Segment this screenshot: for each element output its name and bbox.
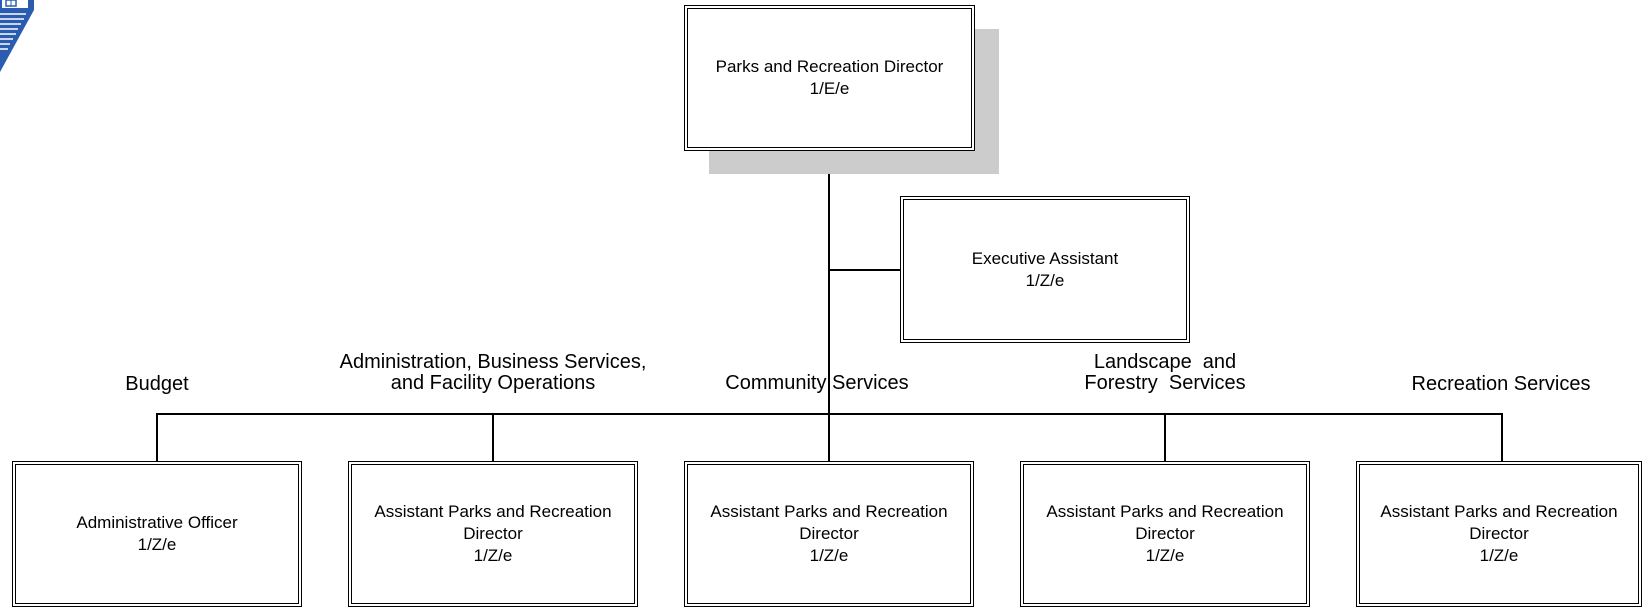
division-drop-line-landscape [1164,413,1166,462]
city-logo-icon [0,0,34,72]
position-code: 1/Z/e [1479,546,1519,565]
position-title: Assistant Parks and Recreation [1046,502,1284,521]
division-drop-line-administration [492,413,494,462]
position-title-line-2: Director [1135,524,1195,543]
division-label-budget: Budget [125,373,189,395]
director-code: 1/E/e [809,79,850,98]
assistant-branch-line [828,269,901,271]
position-box-community: Assistant Parks and Recreation Director … [684,461,974,607]
position-code: 1/Z/e [137,535,177,554]
position-code: 1/Z/e [809,546,849,565]
executive-assistant-box: Executive Assistant 1/Z/e [900,196,1190,343]
position-box-budget: Administrative Officer 1/Z/e [12,461,302,607]
position-title-line-2: Director [1469,524,1529,543]
division-drop-line-recreation [1501,413,1503,462]
position-box-recreation: Assistant Parks and Recreation Director … [1356,461,1642,607]
executive-assistant-code: 1/Z/e [1025,270,1065,290]
position-box-landscape: Assistant Parks and Recreation Director … [1020,461,1310,607]
position-box-administration: Assistant Parks and Recreation Director … [348,461,638,607]
director-box: Parks and Recreation Director 1/E/e [684,5,975,151]
position-code: 1/Z/e [1145,546,1185,565]
division-label-recreation: Recreation Services [1411,373,1591,395]
executive-assistant-title: Executive Assistant [971,248,1119,268]
position-code: 1/Z/e [473,546,513,565]
position-title-line-2: Director [799,524,859,543]
director-title: Parks and Recreation Director [715,57,944,76]
position-title: Administrative Officer [76,513,238,532]
position-title: Assistant Parks and Recreation [710,502,948,521]
director-trunk-line [828,150,830,462]
division-label-administration: Administration, Business Services, and F… [339,351,647,394]
position-title: Assistant Parks and Recreation [374,502,612,521]
division-label-community: Community Services [725,372,909,394]
position-title-line-2: Director [463,524,523,543]
position-title: Assistant Parks and Recreation [1380,502,1618,521]
division-bus-line [156,413,1503,415]
division-drop-line-budget [156,413,158,462]
division-label-landscape: Landscape and Forestry Services [1084,351,1246,394]
